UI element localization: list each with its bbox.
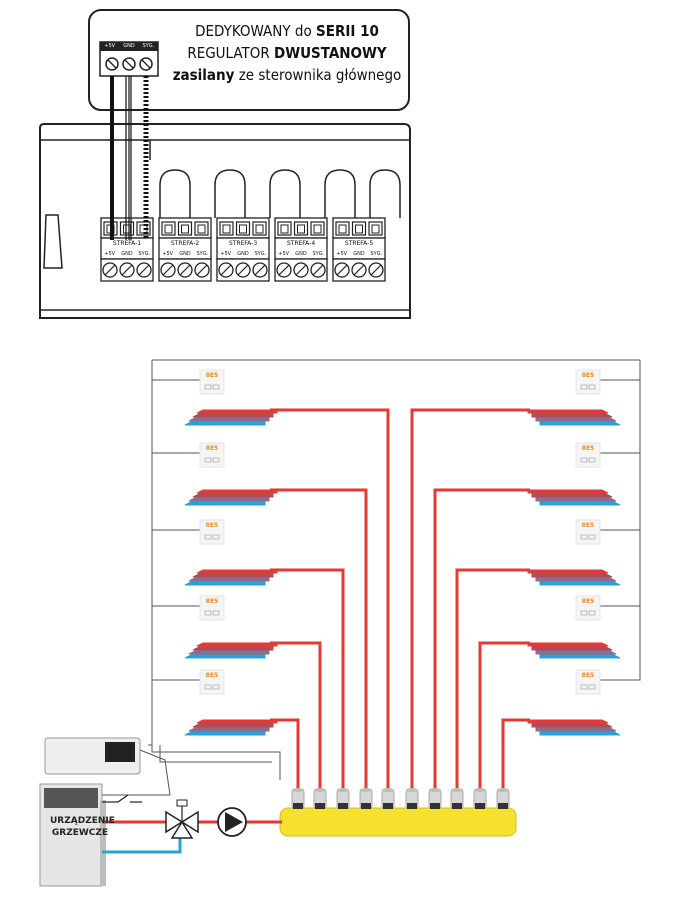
regulator-terminal-block (99, 41, 159, 77)
zone-pin-label: SYG. (138, 251, 151, 257)
supply-risers (270, 408, 530, 798)
heater-label-line-1: URZĄDZENIE (50, 816, 115, 826)
thermostat (199, 442, 225, 468)
floor-heating-loops (184, 409, 621, 736)
regulator-wires (110, 76, 149, 240)
thermostat-display: 8E5 (205, 522, 219, 529)
thermostat (575, 595, 601, 621)
thermostat-display: 8E5 (205, 372, 219, 379)
callout-line-1: DEDYKOWANY do SERII 10 (195, 22, 379, 40)
thermostat-display: 8E5 (581, 445, 595, 452)
actuator (336, 788, 350, 809)
zone-block (274, 217, 328, 282)
thermostat (575, 669, 601, 695)
heating-controller (44, 737, 141, 775)
zone-pins: +5V GND SYG. (159, 250, 211, 258)
zone-name: STREFA-2 (170, 240, 200, 247)
room-thermostats (199, 369, 601, 695)
zone-pins: +5V GND SYG. (333, 250, 385, 258)
zone-pin-label: SYG. (196, 251, 209, 257)
circulation-pump-icon (217, 807, 247, 837)
zone-pin-label: GND (121, 251, 133, 257)
callout-line-3: zasilany ze sterownika głównego (172, 66, 402, 84)
actuator (450, 788, 464, 809)
zone-name: STREFA-1 (112, 240, 142, 247)
callout-text: DEDYKOWANY do SERII 10 REGULATOR DWUSTAN… (170, 20, 404, 86)
heating-loop (184, 409, 278, 426)
actuator (291, 788, 305, 809)
thermostat-display: 8E5 (581, 598, 595, 605)
heating-loop (184, 489, 278, 506)
zone-block (216, 217, 270, 282)
thermostat-display: 8E5 (205, 445, 219, 452)
zone-pin-label: +5V (162, 251, 174, 257)
zone-terminal-blocks (100, 217, 386, 282)
actuator (359, 788, 373, 809)
zone-name: STREFA-5 (344, 240, 374, 247)
heating-loop (527, 489, 621, 506)
thermostat-display: 8E5 (205, 672, 219, 679)
thermostat-display: 8E5 (581, 372, 595, 379)
heater-label: URZĄDZENIE GRZEWCZE (50, 815, 115, 839)
thermostat (199, 669, 225, 695)
regulator-terminal-labels: +5V GND SYG. (100, 42, 158, 51)
thermostat-display: 8E5 (581, 672, 595, 679)
actuator (473, 788, 487, 809)
heater-label-line-2: GRZEWCZE (51, 828, 109, 838)
regulator-pin-label: SYG. (142, 43, 155, 49)
zone-pin-label: SYG. (254, 251, 267, 257)
zone-pins: +5V GND SYG. (101, 250, 153, 258)
manifold (279, 788, 517, 837)
heater (39, 783, 106, 887)
mixing-valve-icon (165, 799, 199, 839)
thermostat (199, 519, 225, 545)
switch-icon (102, 794, 142, 803)
manifold-actuators (291, 788, 510, 809)
regulator-pin-label: GND (123, 43, 135, 49)
heating-loop (184, 642, 278, 659)
thermostat-wiring (100, 359, 641, 796)
zone-name: STREFA-4 (286, 240, 316, 247)
zone-pin-label: SYG. (312, 251, 325, 257)
actuator (381, 788, 395, 809)
actuator (313, 788, 327, 809)
zone-pin-label: SYG. (370, 251, 383, 257)
heating-loop (184, 569, 278, 586)
zone-name: STREFA-3 (228, 240, 258, 247)
zone-pin-label: GND (353, 251, 365, 257)
zone-pin-label: GND (295, 251, 307, 257)
zone-pin-label: GND (237, 251, 249, 257)
zone-block (158, 217, 212, 282)
heating-loop (184, 719, 278, 736)
actuator (405, 788, 419, 809)
heating-loop (527, 569, 621, 586)
zone-pin-label: +5V (278, 251, 290, 257)
heating-loop (527, 719, 621, 736)
thermostat-display: 8E5 (581, 522, 595, 529)
zone-pin-label: +5V (104, 251, 116, 257)
zone-pins: +5V GND SYG. (275, 250, 327, 258)
zone-pin-label: GND (179, 251, 191, 257)
heating-loop (527, 642, 621, 659)
thermostat (199, 369, 225, 395)
thermostat (199, 595, 225, 621)
regulator-pin-label: +5V (104, 43, 116, 49)
thermostat (575, 369, 601, 395)
thermostat-display: 8E5 (205, 598, 219, 605)
thermostat (575, 442, 601, 468)
zone-block (332, 217, 386, 282)
thermostat (575, 519, 601, 545)
heating-loop (527, 409, 621, 426)
callout-line-2: REGULATOR DWUSTANOWY (187, 44, 387, 62)
zone-pin-label: +5V (336, 251, 348, 257)
zone-pins: +5V GND SYG. (217, 250, 269, 258)
zone-pin-label: +5V (220, 251, 232, 257)
actuator (428, 788, 442, 809)
actuator (496, 788, 510, 809)
callout-box (88, 9, 410, 111)
